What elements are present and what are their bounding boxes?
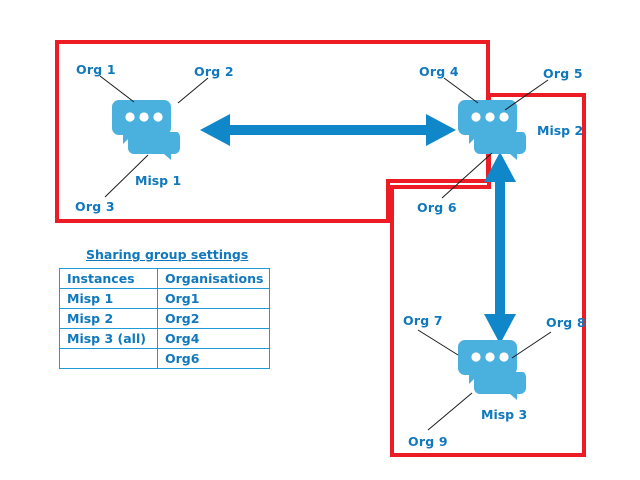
- table-header-row: Instances Organisations: [59, 268, 271, 289]
- cell-instance: Misp 2: [59, 308, 158, 329]
- table-row: Misp 1 Org1: [59, 288, 271, 309]
- cell-organisation: Org4: [156, 328, 271, 349]
- cell-organisation: Org2: [156, 308, 271, 329]
- org-label-org7: Org 7: [403, 313, 443, 328]
- org-label-org4: Org 4: [419, 64, 459, 79]
- sharing-group-settings-table: Instances Organisations Misp 1 Org1 Misp…: [59, 268, 271, 369]
- org-label-org6: Org 6: [417, 200, 457, 215]
- chat-bubbles-icon: [458, 340, 526, 400]
- node-label-misp2: Misp 2: [537, 123, 584, 138]
- cell-organisation: Org6: [156, 348, 271, 369]
- org-label-org3: Org 3: [75, 199, 115, 214]
- cell-instance: Misp 1: [59, 288, 158, 309]
- org-label-org2: Org 2: [194, 64, 234, 79]
- table-row: Misp 3 (all) Org4: [59, 328, 271, 349]
- table-row: Org6: [59, 348, 271, 369]
- org-label-org9: Org 9: [408, 434, 448, 449]
- cell-instance: [59, 348, 158, 369]
- org-label-org8: Org 8: [546, 315, 586, 330]
- node-label-misp1: Misp 1: [135, 173, 182, 188]
- region-right-lower: [390, 185, 586, 457]
- table-row: Misp 2 Org2: [59, 308, 271, 329]
- column-header-organisations: Organisations: [156, 268, 271, 289]
- sharing-group-settings-title: Sharing group settings: [86, 247, 249, 262]
- arrow-misp1-misp2: [200, 114, 456, 146]
- org-label-org5: Org 5: [543, 66, 583, 81]
- org-label-org1: Org 1: [76, 62, 116, 77]
- node-label-misp3: Misp 3: [481, 407, 528, 422]
- chat-bubbles-icon: [458, 100, 526, 160]
- column-header-instances: Instances: [59, 268, 158, 289]
- arrow-misp2-misp3: [484, 152, 516, 344]
- chat-bubbles-icon: [112, 100, 180, 160]
- cell-organisation: Org1: [156, 288, 271, 309]
- cell-instance: Misp 3 (all): [59, 328, 158, 349]
